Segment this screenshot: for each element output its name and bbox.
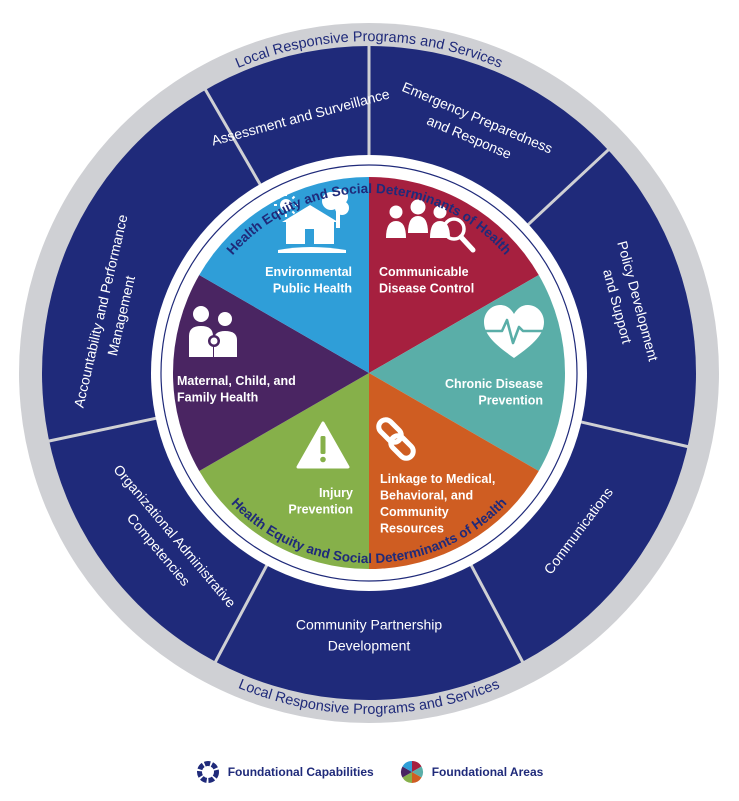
people-search-icon [386, 199, 476, 253]
legend-pie-slice-linkage [411, 772, 422, 783]
area-wedge-linkage [369, 373, 539, 569]
area-wedge-injury [199, 373, 369, 569]
capabilities-ring-icon [196, 761, 219, 783]
capability-divider-5 [212, 559, 271, 666]
health-equity-ring-border [160, 164, 578, 582]
legend-item-capabilities: Foundational Capabilities [196, 760, 374, 784]
heart-pulse-icon [484, 305, 544, 358]
legend-pie-slice-maternal [400, 766, 412, 778]
area-icons [189, 189, 544, 469]
capability-divider-4 [467, 559, 526, 666]
legend-areas-label: Foundational Areas [431, 765, 544, 779]
legend-pie-slice-injury [402, 772, 412, 783]
legend-item-areas: Foundational Areas [400, 760, 544, 784]
legend-pie-slice-communicable [411, 761, 422, 772]
family-icon [189, 306, 237, 357]
capability-divider-6 [45, 415, 162, 444]
foundational-areas [173, 177, 565, 569]
chain-link-icon [376, 417, 416, 461]
areas-pie-icon [400, 761, 423, 783]
capability-divider-2 [523, 146, 612, 230]
house-tree-sun-icon [274, 189, 349, 253]
legend-pie-slice-chronic [411, 766, 423, 778]
capability-dividers [45, 43, 691, 666]
capability-divider-0 [202, 86, 265, 191]
legend: Foundational Capabilities Foundational A… [0, 757, 739, 787]
legend-pie-slice-environmental [402, 761, 412, 772]
legend-capabilities-label: Foundational Capabilities [227, 765, 374, 779]
capability-divider-3 [575, 419, 691, 449]
warning-icon [296, 421, 350, 469]
